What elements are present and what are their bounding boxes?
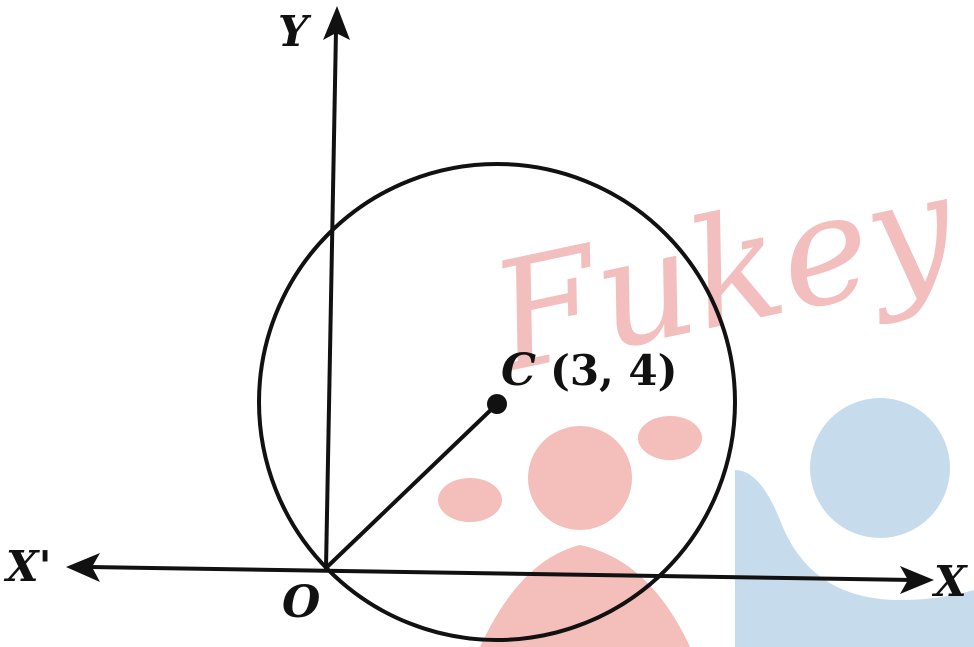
center-coordinates-label: (3, 4) [550,346,677,395]
y-axis-line [324,28,338,570]
coordinate-axes [66,6,934,594]
watermark-figure-bow-right [638,416,702,460]
x-axis-positive-label: X [931,557,968,606]
circle [257,162,737,642]
watermark-blue-swoosh [735,470,974,647]
center-label: C [501,345,536,396]
center-point [487,394,507,414]
y-axis-arrow-icon [323,6,350,40]
watermark-figure-head [528,426,632,530]
watermark-figure-body [480,545,690,647]
x-axis-negative-arrow-icon [66,553,100,582]
watermark-blue-circle [810,398,950,538]
x-axis-negative-label: X' [3,542,51,591]
x-axis-positive-arrow-icon [900,566,934,594]
origin-label: O [282,577,320,628]
radius-line [324,402,499,570]
y-axis-label: Y [278,7,312,56]
x-axis-line [88,565,914,582]
watermark-figure-bow-left [438,478,502,522]
